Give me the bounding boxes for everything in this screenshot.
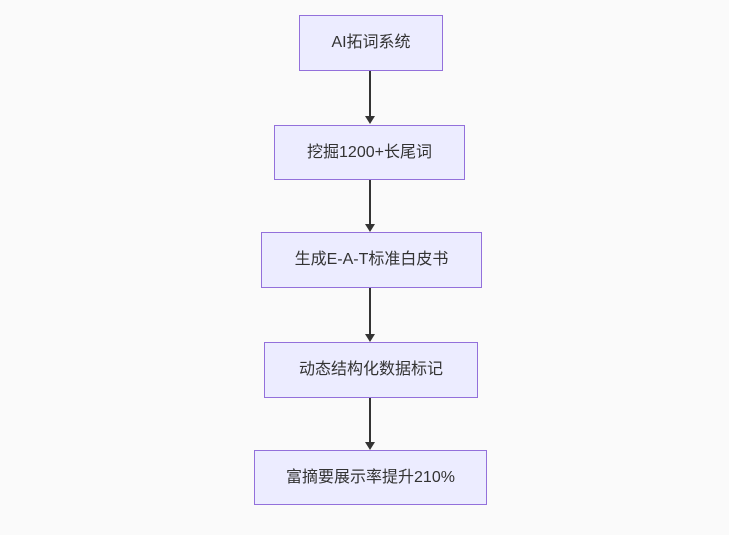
flow-node-label: 动态结构化数据标记 xyxy=(298,361,443,379)
flow-node-longtail-mining: 挖掘1200+长尾词 xyxy=(274,125,465,180)
flow-node-rich-snippet-result: 富摘要展示率提升210% xyxy=(254,450,487,505)
flow-arrow-2 xyxy=(369,180,371,224)
flow-node-structured-data-markup: 动态结构化数据标记 xyxy=(264,342,478,398)
flow-arrow-1 xyxy=(369,71,371,116)
flow-node-label: AI拓词系统 xyxy=(331,34,411,52)
flow-arrow-4 xyxy=(369,398,371,442)
flow-node-label: 挖掘1200+长尾词 xyxy=(307,143,432,161)
flow-node-eat-whitepaper: 生成E-A-T标准白皮书 xyxy=(261,232,482,288)
flow-node-label: 富摘要展示率提升210% xyxy=(286,468,455,486)
flow-node-label: 生成E-A-T标准白皮书 xyxy=(294,251,449,269)
flow-arrow-3 xyxy=(369,288,371,334)
flow-node-ai-keyword-system: AI拓词系统 xyxy=(299,15,443,71)
